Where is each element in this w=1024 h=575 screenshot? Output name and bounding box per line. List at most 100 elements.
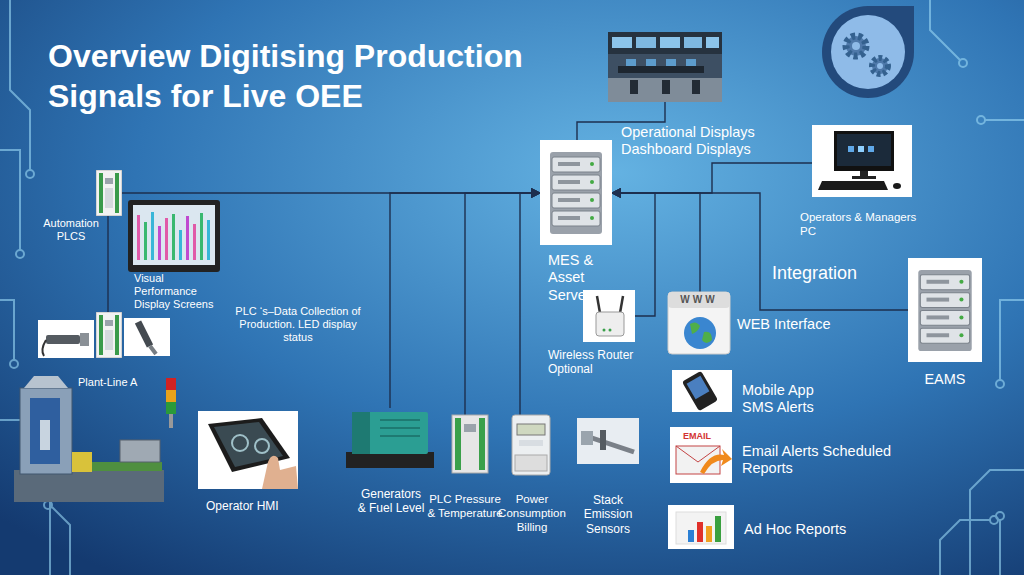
node-label: Power Consumption Billing: [492, 493, 572, 534]
image-node: Operators & Managers PC: [812, 125, 912, 197]
sensor-photo: [150, 346, 156, 354]
sensor-photo: [42, 340, 46, 356]
email-icon: [670, 427, 732, 483]
sensor-photo: [38, 320, 94, 358]
mobile-phone-icon: [682, 371, 718, 411]
node-caption: EAMS: [903, 371, 987, 388]
power-meter-photo: [517, 424, 545, 435]
image-node: Power Consumption Billing: [512, 415, 550, 475]
control-room-photo: [612, 37, 632, 48]
node-caption: Operators & Managers PC: [800, 211, 925, 239]
hmi-tablet-photo: [232, 435, 248, 451]
node-label: Mobile App SMS Alerts: [742, 382, 842, 417]
hmi-tablet-photo: [198, 411, 298, 489]
image-node: EAMS: [908, 258, 982, 362]
mobile-phone-icon: [672, 370, 732, 412]
node-caption: PLC Pressure & Temperature: [425, 493, 505, 521]
connector-line: [520, 193, 540, 415]
hmi-tablet-photo: [255, 439, 269, 453]
control-room-photo: [662, 80, 670, 94]
gear-icon: [852, 42, 860, 50]
router-icon: [596, 312, 624, 336]
node-caption: WEB Interface: [737, 316, 857, 333]
control-room-photo: [692, 80, 700, 94]
node-caption: Visual Performance Display Screens: [134, 272, 222, 312]
node-caption: Ad Hoc Reports: [744, 521, 864, 538]
node-label: Operator HMI: [206, 499, 326, 513]
display-screen-icon: [207, 220, 210, 260]
image-node: Operator HMI: [198, 411, 298, 489]
node-caption: Mobile App SMS Alerts: [742, 382, 842, 417]
gear-icon: [822, 6, 914, 98]
display-screen-icon: [133, 205, 215, 265]
node-label: Generators & Fuel Level: [357, 487, 425, 516]
pc-icon: [848, 146, 854, 152]
circuit-trace: [16, 250, 24, 258]
node-label: EAMS: [903, 371, 987, 388]
chart-report-icon: [668, 505, 734, 549]
control-room-photo: [618, 66, 704, 73]
circuit-trace: [990, 516, 998, 524]
node-label: Visual Performance Display Screens: [134, 272, 222, 312]
email-icon: [670, 427, 732, 483]
circuit-trace: [940, 520, 990, 575]
node-label: Wireless Router Optional: [548, 348, 658, 377]
display-screen-icon: [165, 218, 168, 260]
gear-icon: [872, 58, 888, 74]
circuit-trace: [930, 0, 960, 60]
control-room-photo: [646, 59, 656, 66]
node-label: Plant-Line A: [78, 376, 158, 389]
mobile-phone-icon: [672, 370, 732, 412]
node-caption: MES & Asset Server: [548, 252, 606, 304]
control-room-photo: [630, 80, 638, 94]
circuit-trace: [10, 0, 30, 170]
emission-sensor-photo: [581, 431, 593, 445]
node-caption: Automation PLCS: [32, 217, 110, 243]
gear-icon: [831, 15, 905, 89]
connector-line: [612, 193, 908, 310]
display-screen-icon: [144, 222, 147, 260]
image-node: Generators & Fuel Level: [346, 408, 434, 468]
circuit-trace: [0, 300, 14, 360]
production-machine: [20, 388, 72, 474]
control-room-photo: [684, 37, 702, 48]
node-caption: Power Consumption Billing: [492, 493, 572, 534]
sensor-photo: [124, 318, 170, 356]
router-icon: [620, 296, 623, 313]
pc-icon: [893, 183, 901, 189]
web-icon: [702, 332, 712, 343]
circuit-trace: [970, 470, 1024, 575]
power-meter-photo: [515, 455, 547, 471]
connector-line: [465, 193, 540, 415]
chart-report-icon: [668, 505, 734, 549]
generator-photo: [346, 452, 434, 468]
generator-photo: [380, 427, 420, 429]
generator-photo: [352, 412, 428, 454]
sensor-photo: [38, 318, 170, 358]
image-node: Ad Hoc Reports: [668, 505, 734, 549]
stack-light: [169, 414, 173, 428]
email-icon: [700, 449, 732, 474]
node-label: Email Alerts Scheduled Reports: [742, 443, 892, 478]
display-screen-icon: [128, 200, 220, 272]
control-room-photo: [626, 59, 636, 66]
control-room-photo: [666, 59, 676, 66]
node-caption: Plant-Line A: [78, 376, 158, 389]
router-icon: [583, 290, 635, 342]
node-caption: Operational Displays Dashboard Displays: [621, 124, 781, 159]
connector-line: [612, 163, 812, 193]
control-room-photo: [660, 37, 680, 48]
web-icon: [684, 317, 716, 349]
free-label: PLC ‘s–Data Collection of Production. LE…: [227, 305, 369, 345]
chart-report-icon: [706, 526, 712, 542]
generator-photo: [346, 412, 434, 468]
web-icon: [668, 292, 730, 354]
circuit-trace: [10, 360, 18, 368]
image-node: Automation PLCS: [96, 170, 122, 216]
diagram-title: Overview Digitising Production Signals f…: [48, 36, 588, 116]
gear-icon: [822, 6, 914, 98]
node-caption: Wireless Router Optional: [548, 348, 658, 377]
